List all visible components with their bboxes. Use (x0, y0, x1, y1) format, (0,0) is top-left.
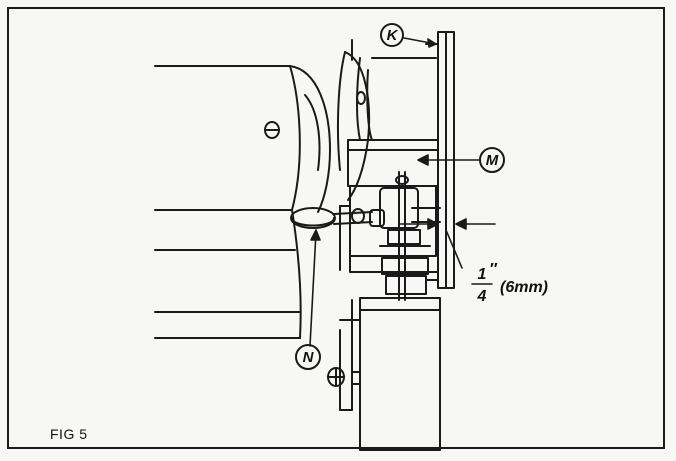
dimension-label: 1 ″ 4 (6mm) (471, 261, 548, 305)
callout-n-label: N (303, 349, 315, 366)
clevis-linkage (369, 171, 441, 301)
lower-block (327, 297, 441, 451)
flange-plate (336, 39, 371, 201)
lever-n (290, 207, 373, 229)
leader-lines (309, 37, 496, 347)
bracket-m (339, 57, 439, 273)
dimension-metric: (6mm) (500, 279, 548, 296)
callout-m: M (479, 147, 505, 173)
dimension-denominator: 4 (477, 288, 487, 305)
dimension-numerator: 1 (478, 266, 487, 283)
figure-caption: FIG 5 (50, 426, 88, 442)
cylinder-body (154, 65, 331, 339)
callout-n: N (295, 344, 321, 370)
callout-m-label: M (486, 152, 499, 169)
callout-k: K (380, 23, 404, 47)
figure-border (7, 7, 665, 449)
dimension-inch-mark: ″ (489, 261, 498, 278)
callout-k-label: K (387, 27, 399, 44)
